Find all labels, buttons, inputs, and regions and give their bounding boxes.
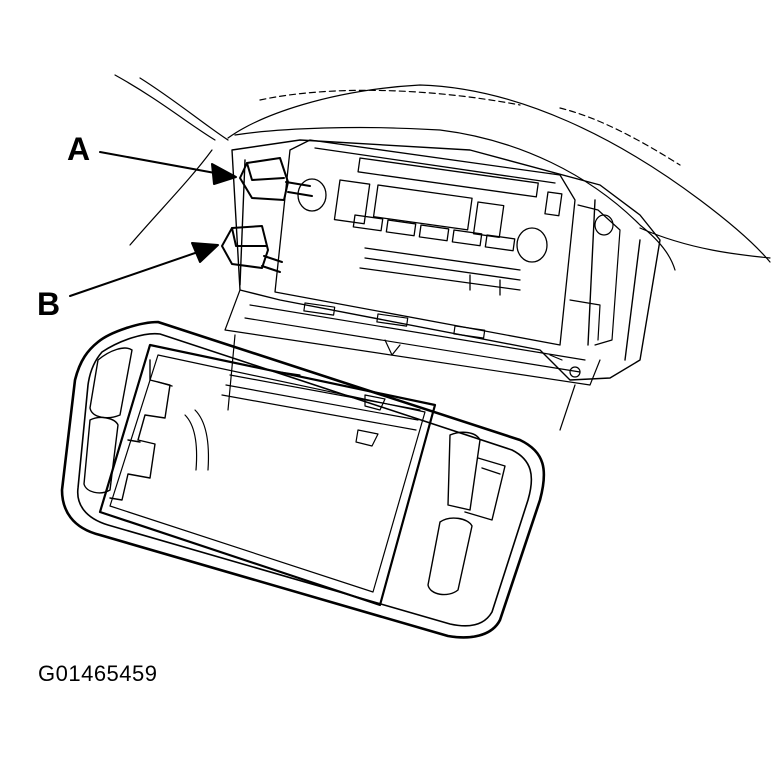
bezel-outer xyxy=(60,320,546,639)
bezel-clips xyxy=(109,359,173,501)
preset-buttons xyxy=(352,214,516,252)
arrow-a-line xyxy=(99,151,216,174)
callout-label-a: A xyxy=(67,131,91,167)
dashboard-contour xyxy=(114,74,771,271)
callout-label-b: B xyxy=(37,286,61,322)
leader-arrows xyxy=(69,151,237,297)
figure-id: G01465459 xyxy=(38,661,158,686)
right-bracket xyxy=(549,204,621,378)
bezel-side-vents xyxy=(83,347,506,596)
audio-unit xyxy=(274,139,576,346)
arrow-b-head xyxy=(191,242,219,263)
arrow-b-line xyxy=(69,251,199,297)
connector-a xyxy=(239,157,313,201)
lower-dash xyxy=(224,289,601,431)
vents-behind-opening xyxy=(184,371,421,471)
display-opening xyxy=(98,343,437,607)
radio-housing xyxy=(231,139,661,381)
console-bezel xyxy=(60,320,546,639)
arrow-a-head xyxy=(211,163,237,185)
bezel-inner xyxy=(76,332,533,627)
connector-b xyxy=(221,225,283,273)
